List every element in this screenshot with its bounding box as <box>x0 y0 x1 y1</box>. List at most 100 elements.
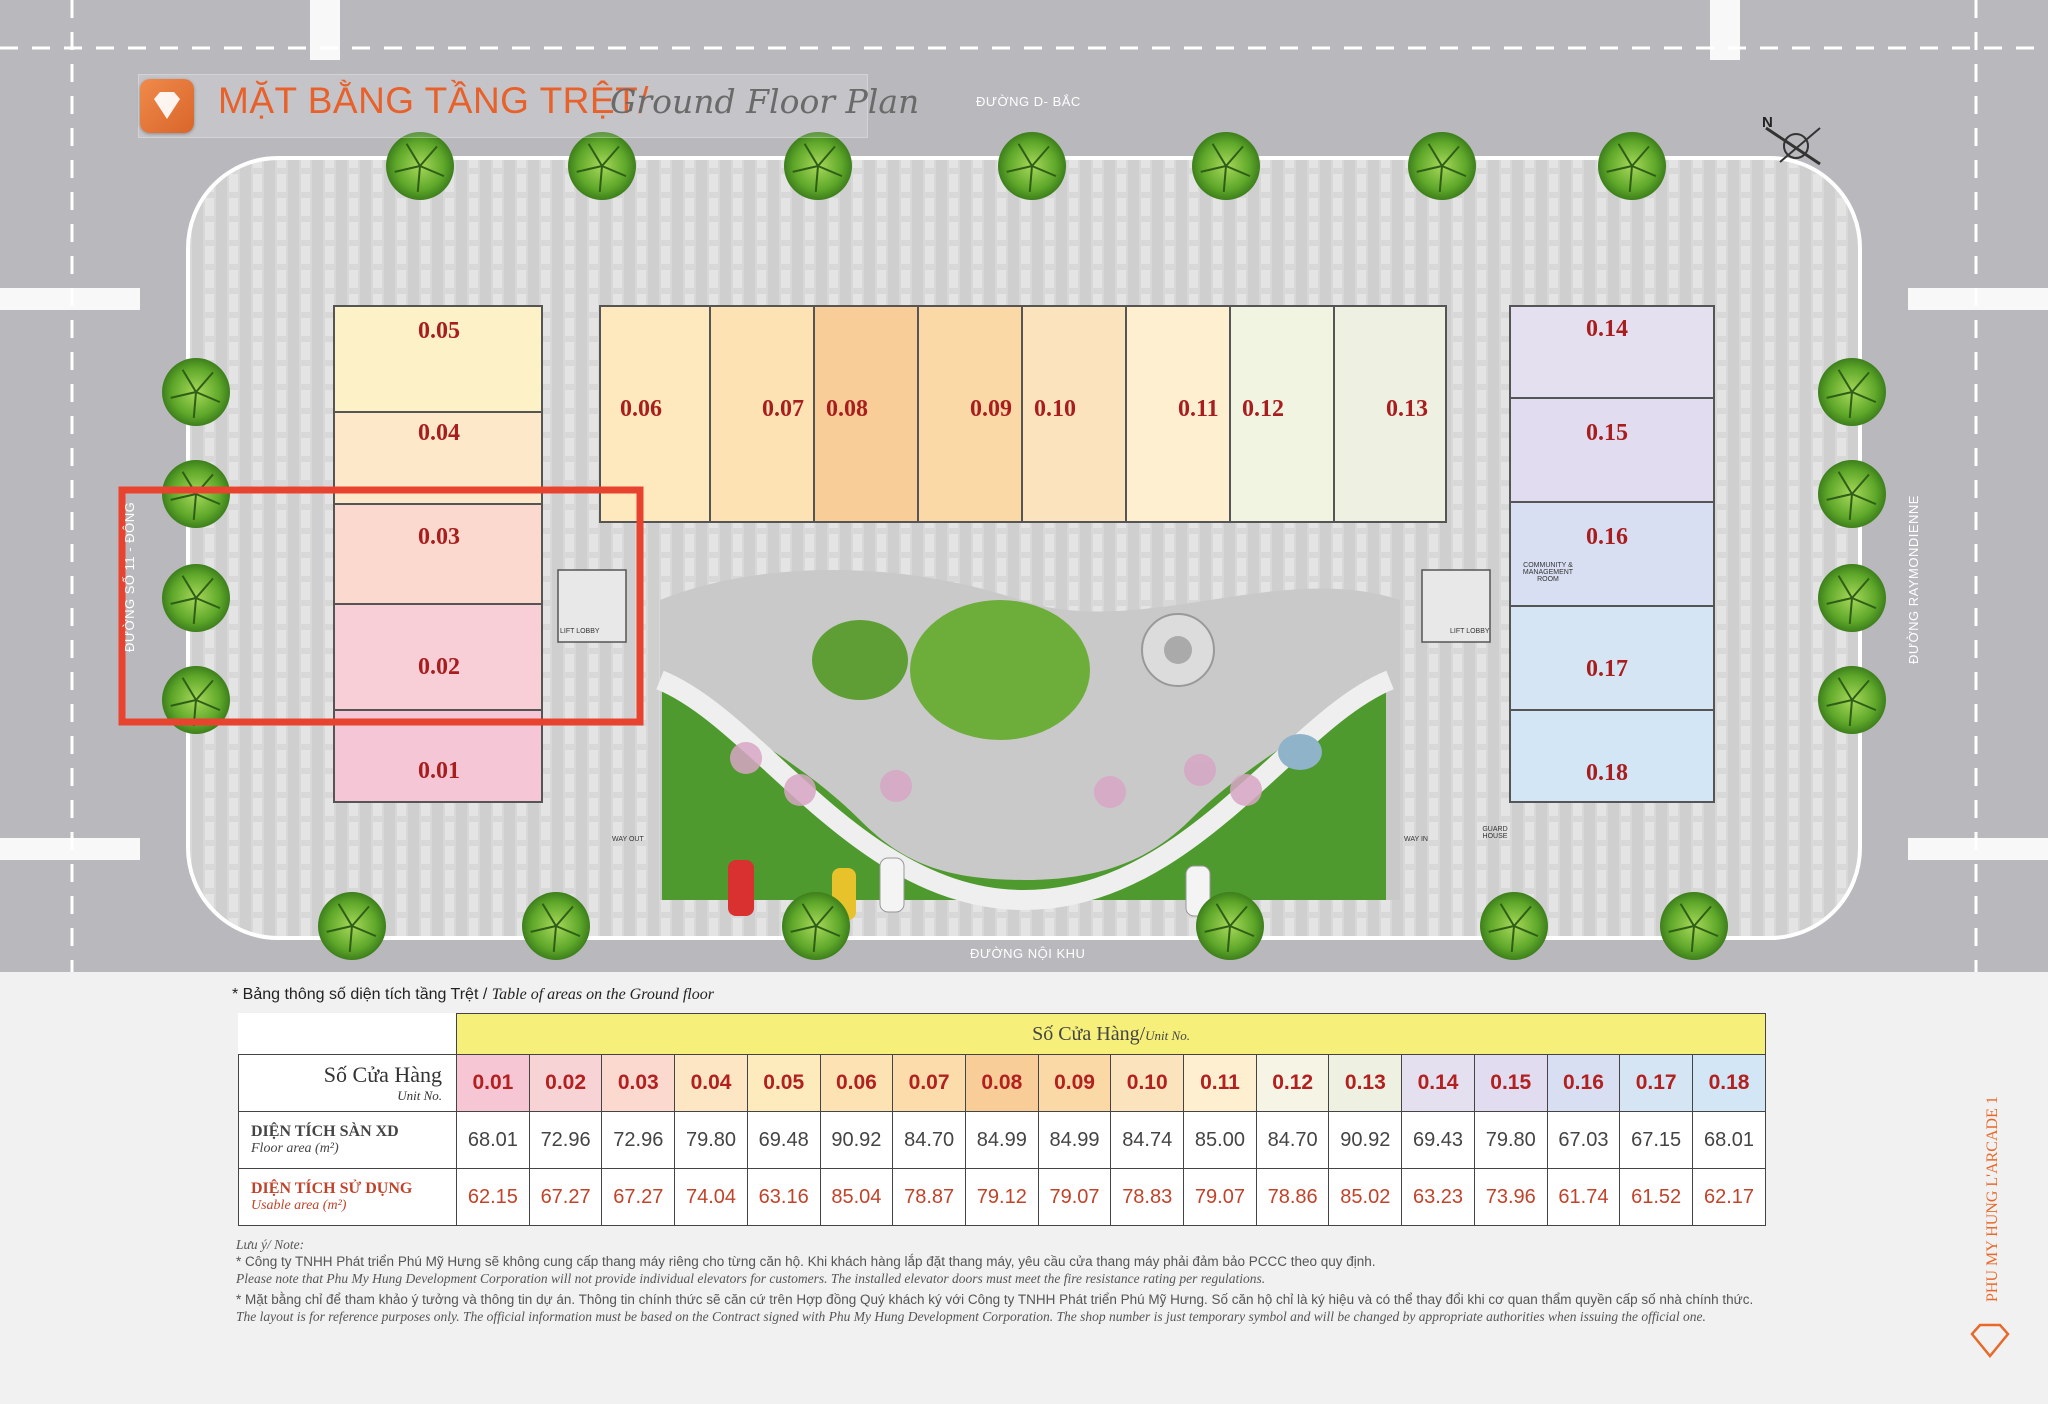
unit-label-0.13[interactable]: 0.13 <box>1386 396 1428 422</box>
title-panel <box>138 74 868 138</box>
unit-label-0.10[interactable]: 0.10 <box>1034 396 1076 422</box>
unit-number-cell: 0.10 <box>1110 1054 1185 1112</box>
usable-area-cell: 85.02 <box>1328 1168 1403 1226</box>
crosswalks <box>0 0 2048 860</box>
unit-label-0.12[interactable]: 0.12 <box>1242 396 1284 422</box>
page-title-english: Ground Floor Plan <box>610 82 920 121</box>
site-plan-drawing <box>0 0 2048 972</box>
tree-icon <box>1818 666 1886 734</box>
community-room-label: COMMUNITY & MANAGEMENT ROOM <box>1522 562 1574 583</box>
floor-area-row-header: DIỆN TÍCH SÀN XD Floor area (m²) <box>237 1111 458 1169</box>
tree-icon <box>1480 892 1548 960</box>
unit-label-0.02[interactable]: 0.02 <box>418 654 460 680</box>
tree-icon <box>568 132 636 200</box>
unit-label-0.14[interactable]: 0.14 <box>1586 316 1628 342</box>
tree-icon <box>1818 358 1886 426</box>
usable-area-cell: 79.07 <box>1037 1168 1112 1226</box>
side-diamond-icon <box>1966 1322 2014 1365</box>
guard-house-label: GUARD HOUSE <box>1482 826 1508 840</box>
way-out-label: WAY OUT <box>612 836 644 843</box>
floor-area-cell: 84.70 <box>892 1111 966 1169</box>
street-west-label: ĐƯỜNG SỐ 11 - ĐÔNG <box>122 501 137 652</box>
site-plan-map: MẶT BẰNG TẦNG TRỆT/ Ground Floor Plan N … <box>0 0 2048 972</box>
unit-label-0.01[interactable]: 0.01 <box>418 758 460 784</box>
unit-label-0.18[interactable]: 0.18 <box>1586 760 1628 786</box>
unit-number-cell: 0.04 <box>674 1054 748 1112</box>
tree-icon <box>782 892 850 960</box>
usable-area-cell: 62.15 <box>456 1168 530 1226</box>
tree-icon <box>162 358 230 426</box>
area-table: Số Cửa Hàng/Unit No. Số Cửa Hàng Unit No… <box>237 1013 1766 1226</box>
page-title: MẶT BẰNG TẦNG TRỆT/ <box>218 80 649 121</box>
usable-area-cell: 63.23 <box>1401 1168 1475 1226</box>
unit-row-header-en: Unit No. <box>397 1088 443 1103</box>
tree-icon <box>162 460 230 528</box>
floor-area-cell: 69.43 <box>1401 1111 1475 1169</box>
floor-area-cell: 90.92 <box>819 1111 894 1169</box>
unit-label-0.16[interactable]: 0.16 <box>1586 524 1628 550</box>
unit-number-cell: 0.06 <box>819 1054 894 1112</box>
floor-area-cell: 68.01 <box>1692 1111 1766 1169</box>
note-layout-en: The layout is for reference purposes onl… <box>236 1309 1706 1324</box>
street-north-label: ĐƯỜNG D- BẮC <box>976 94 1081 109</box>
tree-icon <box>1818 564 1886 632</box>
street-east-label: ĐƯỜNG RAYMONDIENNE <box>1906 495 1921 664</box>
usable-area-cell: 67.27 <box>528 1168 603 1226</box>
usable-area-cell: 63.16 <box>746 1168 821 1226</box>
note-layout-vn: * Mặt bằng chỉ để tham khảo ý tưởng và t… <box>236 1292 1754 1307</box>
unit-label-0.03[interactable]: 0.03 <box>418 524 460 550</box>
usable-area-label-en: Usable area (m²) <box>251 1198 347 1213</box>
unit-label-0.08[interactable]: 0.08 <box>826 396 868 422</box>
usable-area-cell: 73.96 <box>1473 1168 1548 1226</box>
unit-label-0.07[interactable]: 0.07 <box>762 396 804 422</box>
unit-number-cell: 0.05 <box>746 1054 821 1112</box>
floor-area-label-vn: DIỆN TÍCH SÀN XD <box>251 1123 399 1140</box>
highlight-box <box>118 486 644 726</box>
unit-number-cell: 0.18 <box>1692 1054 1766 1112</box>
unit-label-0.17[interactable]: 0.17 <box>1586 656 1628 682</box>
right-building <box>1421 305 1715 803</box>
unit-label-0.04[interactable]: 0.04 <box>418 420 460 446</box>
unit-group-header-vn: Số Cửa Hàng/ <box>1032 1022 1146 1045</box>
usable-area-cell: 61.52 <box>1619 1168 1693 1226</box>
notes-block: Lưu ý/ Note: * Công ty TNHH Phát triển P… <box>236 1236 1876 1325</box>
usable-area-cell: 79.12 <box>964 1168 1039 1226</box>
side-brand-label: PHU MY HUNG L'ARCADE 1 <box>1984 1096 2001 1302</box>
unit-label-0.11[interactable]: 0.11 <box>1178 396 1219 422</box>
diamond-icon <box>140 79 194 133</box>
floor-area-cell: 84.70 <box>1255 1111 1330 1169</box>
central-courtyard <box>656 570 1400 911</box>
unit-number-cell: 0.16 <box>1546 1054 1621 1112</box>
tree-icon <box>1818 460 1886 528</box>
usable-area-label-vn: DIỆN TÍCH SỬ DỤNG <box>251 1180 413 1197</box>
table-caption: * Bảng thông số diện tích tầng Trệt / Ta… <box>232 986 714 1004</box>
floor-area-cell: 84.74 <box>1110 1111 1185 1169</box>
floor-area-cell: 67.03 <box>1546 1111 1621 1169</box>
floor-area-cell: 79.80 <box>674 1111 748 1169</box>
floor-area-cell: 69.48 <box>746 1111 821 1169</box>
floor-area-cell: 90.92 <box>1328 1111 1403 1169</box>
unit-row-header: Số Cửa Hàng Unit No. <box>237 1054 458 1112</box>
floor-area-cell: 68.01 <box>456 1111 530 1169</box>
street-south-label: ĐƯỜNG NỘI KHU <box>970 946 1086 961</box>
usable-area-row-header: DIỆN TÍCH SỬ DỤNG Usable area (m²) <box>237 1168 458 1226</box>
floor-area-cell: 85.00 <box>1183 1111 1257 1169</box>
road-markings <box>0 0 2048 972</box>
tree-icon <box>318 892 386 960</box>
usable-area-cell: 78.83 <box>1110 1168 1185 1226</box>
unit-label-0.09[interactable]: 0.09 <box>970 396 1012 422</box>
tree-icon <box>998 132 1066 200</box>
floor-area-cell: 72.96 <box>601 1111 676 1169</box>
unit-number-cell: 0.15 <box>1473 1054 1548 1112</box>
unit-label-0.15[interactable]: 0.15 <box>1586 420 1628 446</box>
usable-area-cell: 74.04 <box>674 1168 748 1226</box>
usable-area-cell: 61.74 <box>1546 1168 1621 1226</box>
unit-number-cell: 0.12 <box>1255 1054 1330 1112</box>
table-caption-vn: * Bảng thông số diện tích tầng Trệt / <box>232 986 488 1003</box>
unit-label-0.06[interactable]: 0.06 <box>620 396 662 422</box>
floor-area-cell: 67.15 <box>1619 1111 1693 1169</box>
floor-area-label-en: Floor area (m²) <box>251 1141 339 1156</box>
floor-area-cell: 72.96 <box>528 1111 603 1169</box>
unit-label-0.05[interactable]: 0.05 <box>418 318 460 344</box>
